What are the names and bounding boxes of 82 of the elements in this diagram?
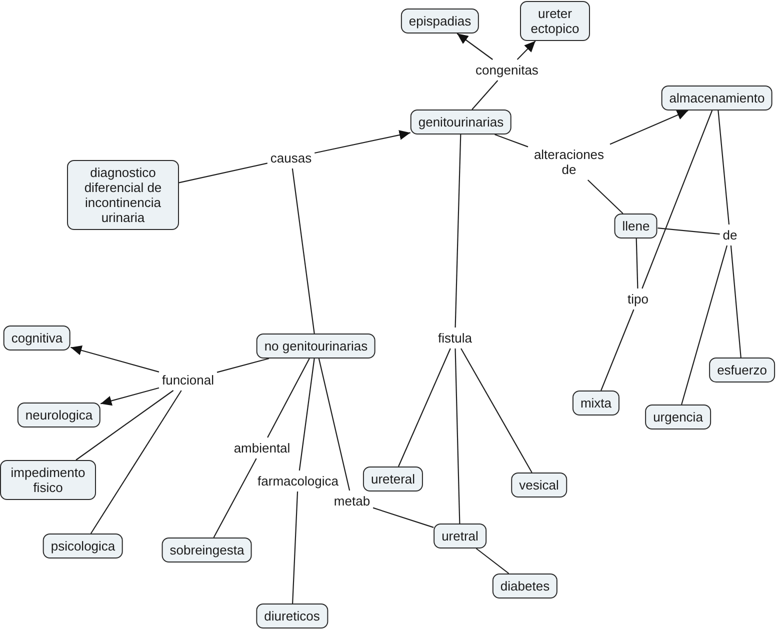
connector-line — [730, 245, 742, 358]
concept-label: ureter ectopico — [530, 6, 580, 36]
concept-label: urgencia — [653, 410, 703, 424]
linking-phrase: farmacologica — [258, 474, 338, 488]
concept-box — [256, 604, 328, 628]
connector-line — [76, 390, 174, 460]
concept-label: vesical — [519, 478, 559, 492]
concept-box — [520, 1, 590, 41]
concept-label: no genitourinarias — [264, 338, 368, 354]
connector-line — [267, 358, 310, 438]
concept-box — [256, 334, 376, 358]
linking-phrase: de — [722, 228, 738, 242]
connector-line — [398, 348, 451, 467]
arrow — [314, 130, 410, 154]
connector-line — [600, 309, 634, 391]
concept-label: mixta — [580, 396, 612, 410]
arrow — [610, 110, 688, 145]
linking-phrase: fistula — [438, 330, 472, 346]
concept-label: sobreingesta — [170, 542, 244, 558]
linking-phrase: alteraciones de — [532, 147, 606, 177]
connector-line — [372, 507, 434, 528]
connector-line — [476, 548, 510, 574]
concept-box — [400, 8, 480, 34]
connector-line — [494, 134, 528, 148]
concept-label: esfuerzo — [717, 362, 767, 378]
concept-label: psicologica — [50, 538, 116, 554]
connector-line — [178, 162, 268, 184]
connector-line — [213, 458, 257, 538]
connector-line — [460, 348, 532, 473]
connector-line — [454, 348, 460, 524]
linking-phrase: congenitas — [476, 62, 538, 78]
linking-phrase: tipo — [628, 292, 648, 306]
concept-box — [434, 524, 486, 548]
concept-label: epispadias — [408, 14, 472, 28]
concept-box — [42, 534, 124, 558]
concept-label: diagnostico diferencial de incontinencia urinaria — [83, 165, 163, 225]
connector-line — [292, 491, 298, 604]
concept-label: cognitiva — [11, 330, 63, 346]
concept-box — [67, 160, 179, 230]
connector-line — [90, 390, 182, 534]
concept-box — [3, 326, 71, 350]
connector-line — [642, 110, 713, 289]
connector-line — [216, 358, 270, 373]
linking-phrase: metab — [334, 494, 370, 508]
connector-line — [318, 358, 350, 491]
concept-box — [709, 358, 775, 382]
concept-label: almacenamiento — [669, 90, 765, 106]
concept-box — [410, 110, 512, 134]
concept-label: diureticos — [264, 608, 320, 624]
connector-line — [587, 180, 624, 214]
connector-line — [718, 110, 730, 225]
linking-phrase: funcional — [162, 372, 214, 388]
concept-box — [645, 404, 711, 430]
concept-label: uretral — [442, 528, 478, 544]
arrow — [456, 33, 493, 60]
concept-box — [0, 460, 96, 500]
connector-line — [681, 245, 728, 405]
concept-box — [17, 402, 101, 428]
concept-box — [362, 466, 424, 492]
concept-label: impedimento fisico — [10, 465, 86, 495]
concept-label: diabetes — [500, 578, 550, 594]
concept-box — [614, 214, 658, 238]
connector-line — [636, 238, 638, 289]
linking-phrase: causas — [270, 150, 312, 166]
connector-line — [658, 228, 720, 235]
linking-phrase: ambiental — [234, 440, 290, 456]
concept-label: llene — [622, 218, 650, 234]
connector-line — [292, 168, 315, 334]
connector-line — [472, 80, 498, 110]
concept-box — [162, 538, 252, 562]
concept-box — [661, 86, 773, 110]
concept-box — [492, 574, 558, 598]
arrow — [100, 387, 160, 406]
concept-label: genitourinarias — [418, 114, 504, 130]
arrow — [516, 40, 536, 60]
connector-line — [298, 358, 315, 471]
concept-label: ureteral — [370, 472, 416, 486]
arrow — [70, 346, 160, 372]
concept-box — [572, 390, 620, 416]
connector-line — [454, 134, 462, 328]
concept-label: neurologica — [25, 408, 93, 422]
concept-box — [511, 472, 567, 498]
